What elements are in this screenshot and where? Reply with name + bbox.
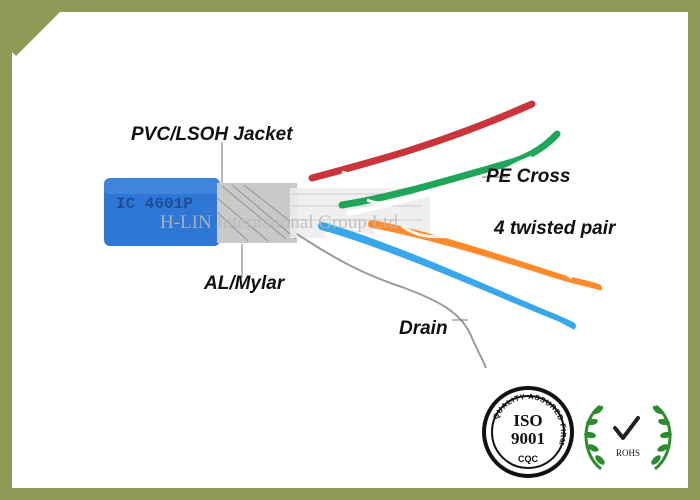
iso-title: ISO: [513, 411, 542, 430]
twisted-pair-label: 4 twisted pair: [494, 218, 616, 239]
check-mark-icon: [613, 416, 640, 440]
blue-twisted-pair: [318, 222, 576, 330]
iso-number: 9001: [511, 429, 545, 448]
rohs-label: ROHS: [616, 448, 640, 458]
rohs-laurel-badge: ROHS: [584, 404, 672, 471]
watermark-text: H-LIN International Group Ltd: [160, 212, 398, 233]
drain-wire: [296, 233, 487, 369]
product-image-panel: IC 4601P: [12, 12, 688, 488]
cable-illustration: IC 4601P: [104, 100, 605, 369]
mylar-label: AL/Mylar: [204, 273, 285, 294]
green-twisted-pair: [338, 130, 561, 209]
drain-label: Drain: [399, 318, 448, 339]
blue-jacket: [104, 178, 220, 246]
red-twisted-pair: [308, 100, 536, 182]
jacket-label: PVC/LSOH Jacket: [131, 124, 293, 145]
iso-footer: CQC: [518, 454, 539, 464]
jacket-print-text: IC 4601P: [116, 195, 193, 213]
pe-cross-label: PE Cross: [486, 166, 571, 187]
iso-9001-seal: QUALITY ASSURED FIRM ISO 9001 CQC: [482, 386, 574, 478]
